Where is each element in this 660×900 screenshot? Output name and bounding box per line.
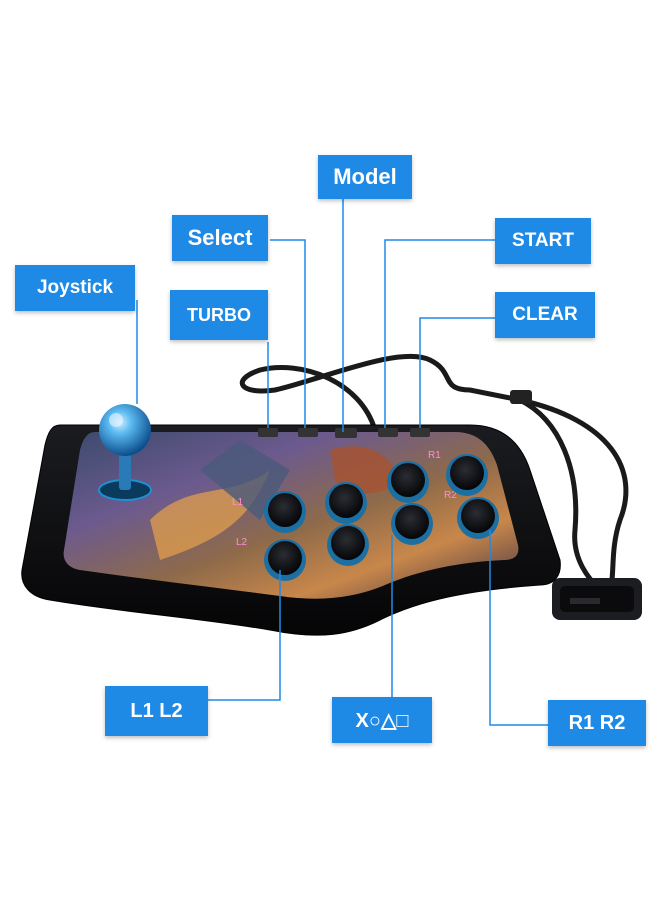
cable-branch-1 <box>518 397 602 592</box>
callout-joystick: Joystick <box>15 265 135 311</box>
art-figure <box>330 446 400 494</box>
joystick[interactable] <box>98 404 152 501</box>
ps2-connector <box>552 578 642 620</box>
button-r2[interactable] <box>457 497 499 539</box>
action-buttons[interactable] <box>264 454 499 581</box>
panel-label-l1: L1 <box>232 497 244 508</box>
button-triangle[interactable] <box>387 461 429 503</box>
callout-select: Select <box>172 215 268 261</box>
callout-r1r2: R1 R2 <box>548 700 646 746</box>
button-l2[interactable] <box>264 539 306 581</box>
art-mountain <box>200 440 290 520</box>
callout-model: Model <box>318 155 412 199</box>
callout-turbo: TURBO <box>170 290 268 340</box>
usb-cable <box>239 353 523 433</box>
button-circle[interactable] <box>391 503 433 545</box>
usb-plug <box>510 390 532 404</box>
callout-clear: CLEAR <box>495 292 595 338</box>
panel-label-r1: R1 <box>428 450 441 461</box>
button-square[interactable] <box>325 482 367 524</box>
top-function-buttons[interactable] <box>258 428 430 438</box>
button-l1[interactable] <box>264 491 306 533</box>
panel-label-l2: L2 <box>236 537 248 548</box>
button-r1[interactable] <box>446 454 488 496</box>
panel-label-r2: R2 <box>444 490 457 501</box>
callout-start: START <box>495 218 591 264</box>
button-x[interactable] <box>327 524 369 566</box>
leader-lines <box>136 197 548 726</box>
cable-branch-2 <box>519 397 629 591</box>
callout-l1l2: L1 L2 <box>105 686 208 736</box>
callout-face-buttons: X○△□ <box>332 697 432 743</box>
